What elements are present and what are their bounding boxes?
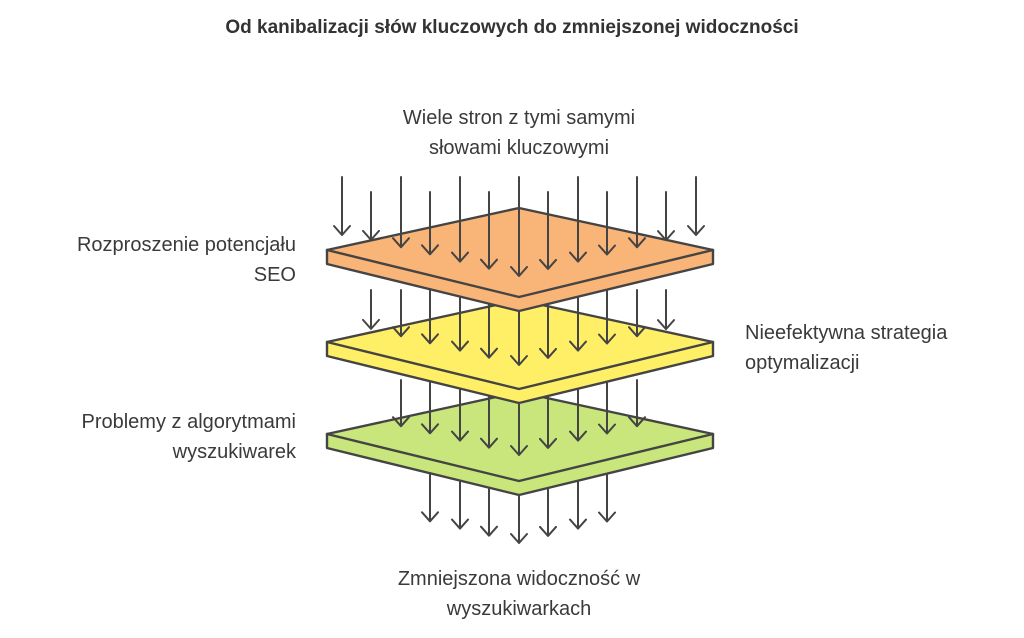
label-layer1-line1: Rozproszenie potencjału <box>76 234 296 256</box>
arrow-down-icon <box>657 191 675 242</box>
arrow-down-icon <box>362 191 380 241</box>
arrow-down-icon <box>333 176 351 236</box>
label-layer3-line2: wyszukiwarek <box>172 441 296 463</box>
arrow-down-icon <box>598 379 616 435</box>
label-layer2-line1: Nieefektywna strategia <box>745 322 948 344</box>
arrow-down-icon <box>392 176 410 249</box>
arrow-down-icon <box>421 289 439 345</box>
arrow-down-icon <box>569 379 587 442</box>
arrow-down-icon <box>569 176 587 263</box>
arrow-down-icon <box>510 176 528 277</box>
label-layer3: Problemy z algorytmami wyszukiwarek <box>0 407 296 467</box>
arrow-down-icon <box>451 379 469 442</box>
arrow-down-icon <box>628 289 646 338</box>
label-bottom-line2: wyszukiwarkach <box>446 598 592 620</box>
arrow-down-icon <box>421 379 439 435</box>
arrow-down-icon <box>628 379 646 428</box>
label-bottom: Zmniejszona widoczność w wyszukiwarkach <box>319 564 719 624</box>
arrow-down-icon <box>598 191 616 256</box>
arrow-down-icon <box>421 191 439 256</box>
arrow-down-icon <box>598 469 616 523</box>
label-layer1-line2: SEO <box>253 264 296 286</box>
label-layer2: Nieefektywna strategia optymalizacji <box>745 318 1024 378</box>
label-top-line2: słowami kluczowymi <box>428 137 610 159</box>
label-top-line1: Wiele stron z tymi samymi <box>402 107 636 129</box>
arrow-down-icon <box>598 289 616 345</box>
label-layer1: Rozproszenie potencjału SEO <box>0 230 296 290</box>
diagram-title: Od kanibalizacji słów kluczowych do zmni… <box>225 17 799 38</box>
arrow-down-icon <box>480 191 498 270</box>
arrow-down-icon <box>451 289 469 352</box>
arrow-down-icon <box>362 289 380 330</box>
arrow-down-icon <box>392 289 410 338</box>
arrow-down-icon <box>451 176 469 263</box>
label-layer3-line1: Problemy z algorytmami <box>81 411 296 433</box>
label-bottom-line1: Zmniejszona widoczność w <box>397 568 641 590</box>
arrow-down-icon <box>687 176 705 236</box>
label-top: Wiele stron z tymi samymi słowami kluczo… <box>319 103 719 163</box>
arrow-down-icon <box>392 379 410 428</box>
arrow-down-icon <box>657 289 675 331</box>
arrow-down-icon <box>421 469 439 523</box>
arrow-down-icon <box>569 289 587 352</box>
label-layer2-line2: optymalizacji <box>745 352 860 374</box>
arrow-down-icon <box>628 176 646 249</box>
arrow-down-icon <box>539 191 557 270</box>
